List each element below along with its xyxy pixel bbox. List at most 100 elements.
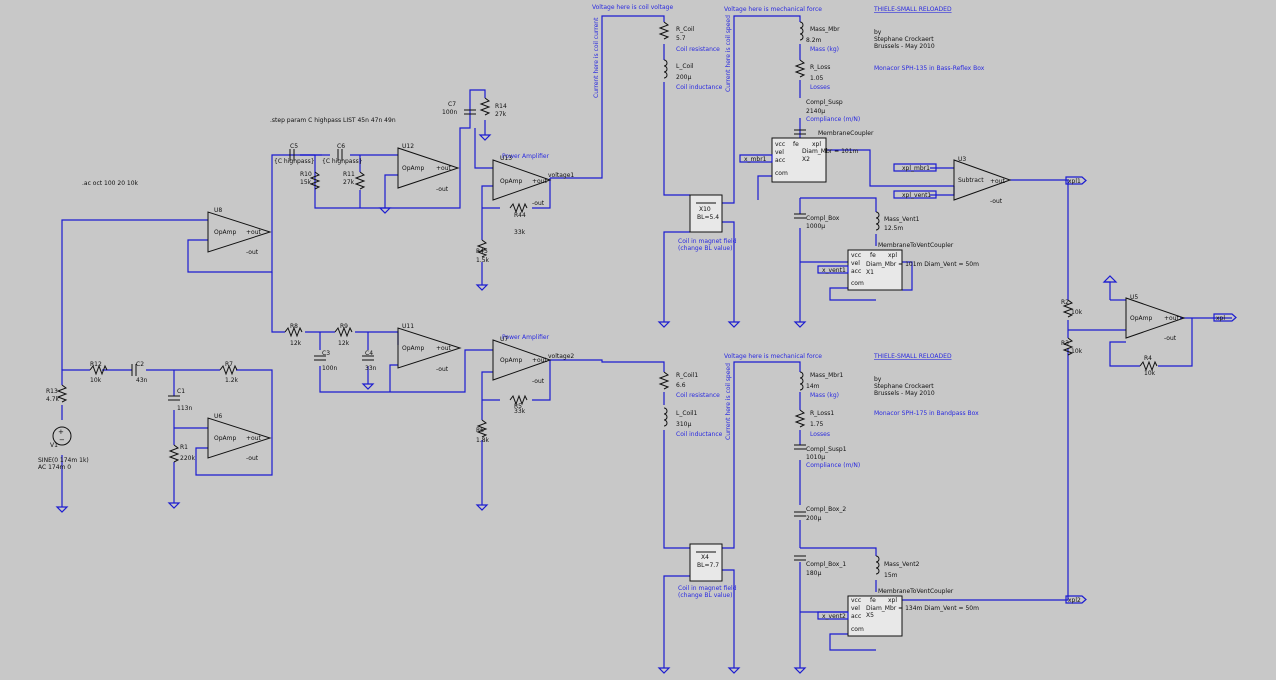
net-xpl[interactable]: xpl (1216, 315, 1225, 322)
r12-value[interactable]: 10k (90, 377, 102, 384)
c3-value[interactable]: 100n (322, 365, 337, 372)
u11-name[interactable]: U11 (402, 323, 414, 330)
x1-name[interactable]: X1 (866, 269, 874, 276)
net-voltage2[interactable]: voltage2 (548, 353, 574, 360)
r-coil1-name[interactable]: R_Coil1 (676, 372, 698, 379)
r11-value[interactable]: 27k (343, 179, 355, 186)
c3-name[interactable]: C3 (322, 350, 330, 357)
mass-mbr-value[interactable]: 8.2m (806, 37, 822, 44)
l-coil-value[interactable]: 200µ (676, 74, 691, 81)
r3-name[interactable]: R3 (1061, 340, 1069, 347)
voltage-source-v1[interactable]: + − (52, 426, 72, 446)
r13-value[interactable]: 4.7k (46, 396, 60, 403)
mass-vent2-name[interactable]: Mass_Vent2 (884, 561, 920, 568)
u3-name[interactable]: U3 (958, 156, 966, 163)
net-xpl2[interactable]: xpl2 (1068, 597, 1081, 604)
c6-name[interactable]: C6 (337, 143, 345, 150)
r5-name[interactable]: R5 (514, 403, 522, 410)
c5-name[interactable]: C5 (290, 143, 298, 150)
r45-value[interactable]: 1.5k (476, 257, 490, 264)
r9-value[interactable]: 12k (338, 340, 350, 347)
compl-box-value[interactable]: 1000µ (806, 223, 825, 230)
r9-name[interactable]: R9 (340, 323, 348, 330)
x5-param[interactable]: Diam_Mbr = 134m Diam_Vent = 50m (866, 605, 979, 612)
compl-susp1-value[interactable]: 1010µ (806, 454, 825, 461)
r4-name[interactable]: R4 (1144, 355, 1152, 362)
u6-name[interactable]: U6 (214, 413, 222, 420)
compl-susp-value[interactable]: 2140µ (806, 108, 825, 115)
compl-box2-name[interactable]: Compl_Box_2 (806, 506, 846, 513)
v1-value[interactable]: SINE(0 174m 1k) (38, 457, 89, 464)
r8-value[interactable]: 12k (290, 340, 302, 347)
r14-name[interactable]: R14 (495, 103, 507, 110)
r1-value[interactable]: 220k (180, 455, 195, 462)
step-directive[interactable]: .step param C highpass LIST 45n 47n 49n (270, 117, 396, 124)
r-loss-name[interactable]: R_Loss (810, 64, 830, 71)
l-coil-name[interactable]: L_Coil (676, 63, 694, 70)
u12-name[interactable]: U12 (402, 143, 414, 150)
v1-name[interactable]: V1 (50, 442, 58, 449)
net-x-vent2[interactable]: x_vent2 (822, 613, 846, 620)
u7-name[interactable]: U7 (500, 336, 508, 343)
mass-vent1-name[interactable]: Mass_Vent1 (884, 216, 920, 223)
compl-box-name[interactable]: Compl_Box (806, 215, 840, 222)
mass-vent1-value[interactable]: 12.5m (884, 225, 903, 232)
r12-name[interactable]: R12 (90, 361, 102, 368)
net-voltage1[interactable]: voltage1 (548, 172, 574, 179)
x2-name[interactable]: X2 (802, 156, 810, 163)
r2-value[interactable]: 10k (1071, 309, 1083, 316)
compl-box2-value[interactable]: 200µ (806, 515, 821, 522)
u5-name[interactable]: U5 (1130, 294, 1138, 301)
mass-vent2-value[interactable]: 15m (884, 572, 898, 579)
x1-param[interactable]: Diam_Mbr = 101m Diam_Vent = 50m (866, 261, 979, 268)
r-loss1-name[interactable]: R_Loss1 (810, 410, 834, 417)
x5-model[interactable]: MembraneToVentCoupler (878, 588, 954, 595)
r2-name[interactable]: R2 (1061, 299, 1069, 306)
c1-name[interactable]: C1 (177, 388, 185, 395)
r-coil-value[interactable]: 5.7 (676, 35, 686, 42)
r5-value[interactable]: 33k (514, 408, 526, 415)
r1-name[interactable]: R1 (180, 444, 188, 451)
r13-name[interactable]: R13 (46, 388, 58, 395)
c5-value[interactable]: {C highpass} (274, 158, 315, 165)
net-xpl-vent1[interactable]: xpl_vent1 (902, 192, 931, 199)
coil-field-boxes[interactable] (689, 194, 723, 582)
r-loss1-value[interactable]: 1.75 (810, 421, 824, 428)
r10-name[interactable]: R10 (300, 171, 312, 178)
x1-model[interactable]: MembraneToVentCoupler (878, 242, 954, 249)
r3-value[interactable]: 10k (1071, 348, 1083, 355)
mass-mbr1-value[interactable]: 14m (806, 383, 820, 390)
opamps[interactable] (207, 147, 1186, 459)
x10-bl[interactable]: BL=5.4 (697, 214, 719, 221)
net-xpl-mbr1[interactable]: xpl_mbr1 (902, 165, 930, 172)
coupler-boxes[interactable] (771, 137, 903, 637)
c6-value[interactable]: {C highpass} (322, 158, 363, 165)
c4-value[interactable]: 33n (365, 365, 377, 372)
net-x-mbr1[interactable]: x_mbr1 (744, 156, 767, 163)
r-loss-value[interactable]: 1.05 (810, 75, 824, 82)
c2-name[interactable]: C2 (136, 361, 144, 368)
ac-directive[interactable]: .ac oct 100 20 10k (82, 180, 139, 187)
compl-box1-name[interactable]: Compl_Box_1 (806, 561, 846, 568)
x4-bl[interactable]: BL=7.7 (697, 562, 719, 569)
r4-value[interactable]: 10k (1144, 370, 1156, 377)
r44-name[interactable]: R44 (514, 212, 526, 219)
x2-param[interactable]: Diam_Mbr = 101m (802, 148, 859, 155)
compl-susp1-name[interactable]: Compl_Susp1 (806, 446, 847, 453)
compl-susp-name[interactable]: Compl_Susp (806, 99, 843, 106)
l-coil1-value[interactable]: 310µ (676, 421, 691, 428)
c7-value[interactable]: 100n (442, 109, 457, 116)
x5-name[interactable]: X5 (866, 612, 874, 619)
x2-model[interactable]: MembraneCoupler (818, 130, 874, 137)
c4-name[interactable]: C4 (365, 350, 373, 357)
r6-value[interactable]: 1.8k (476, 437, 490, 444)
net-xpl1[interactable]: xpl1 (1068, 178, 1081, 185)
r8-name[interactable]: R8 (290, 323, 298, 330)
r45-name[interactable]: R45 (476, 248, 488, 255)
r7-name[interactable]: R7 (225, 361, 233, 368)
r7-value[interactable]: 1.2k (225, 377, 239, 384)
r10-value[interactable]: 15k (300, 179, 312, 186)
r-coil1-value[interactable]: 6.6 (676, 382, 686, 389)
